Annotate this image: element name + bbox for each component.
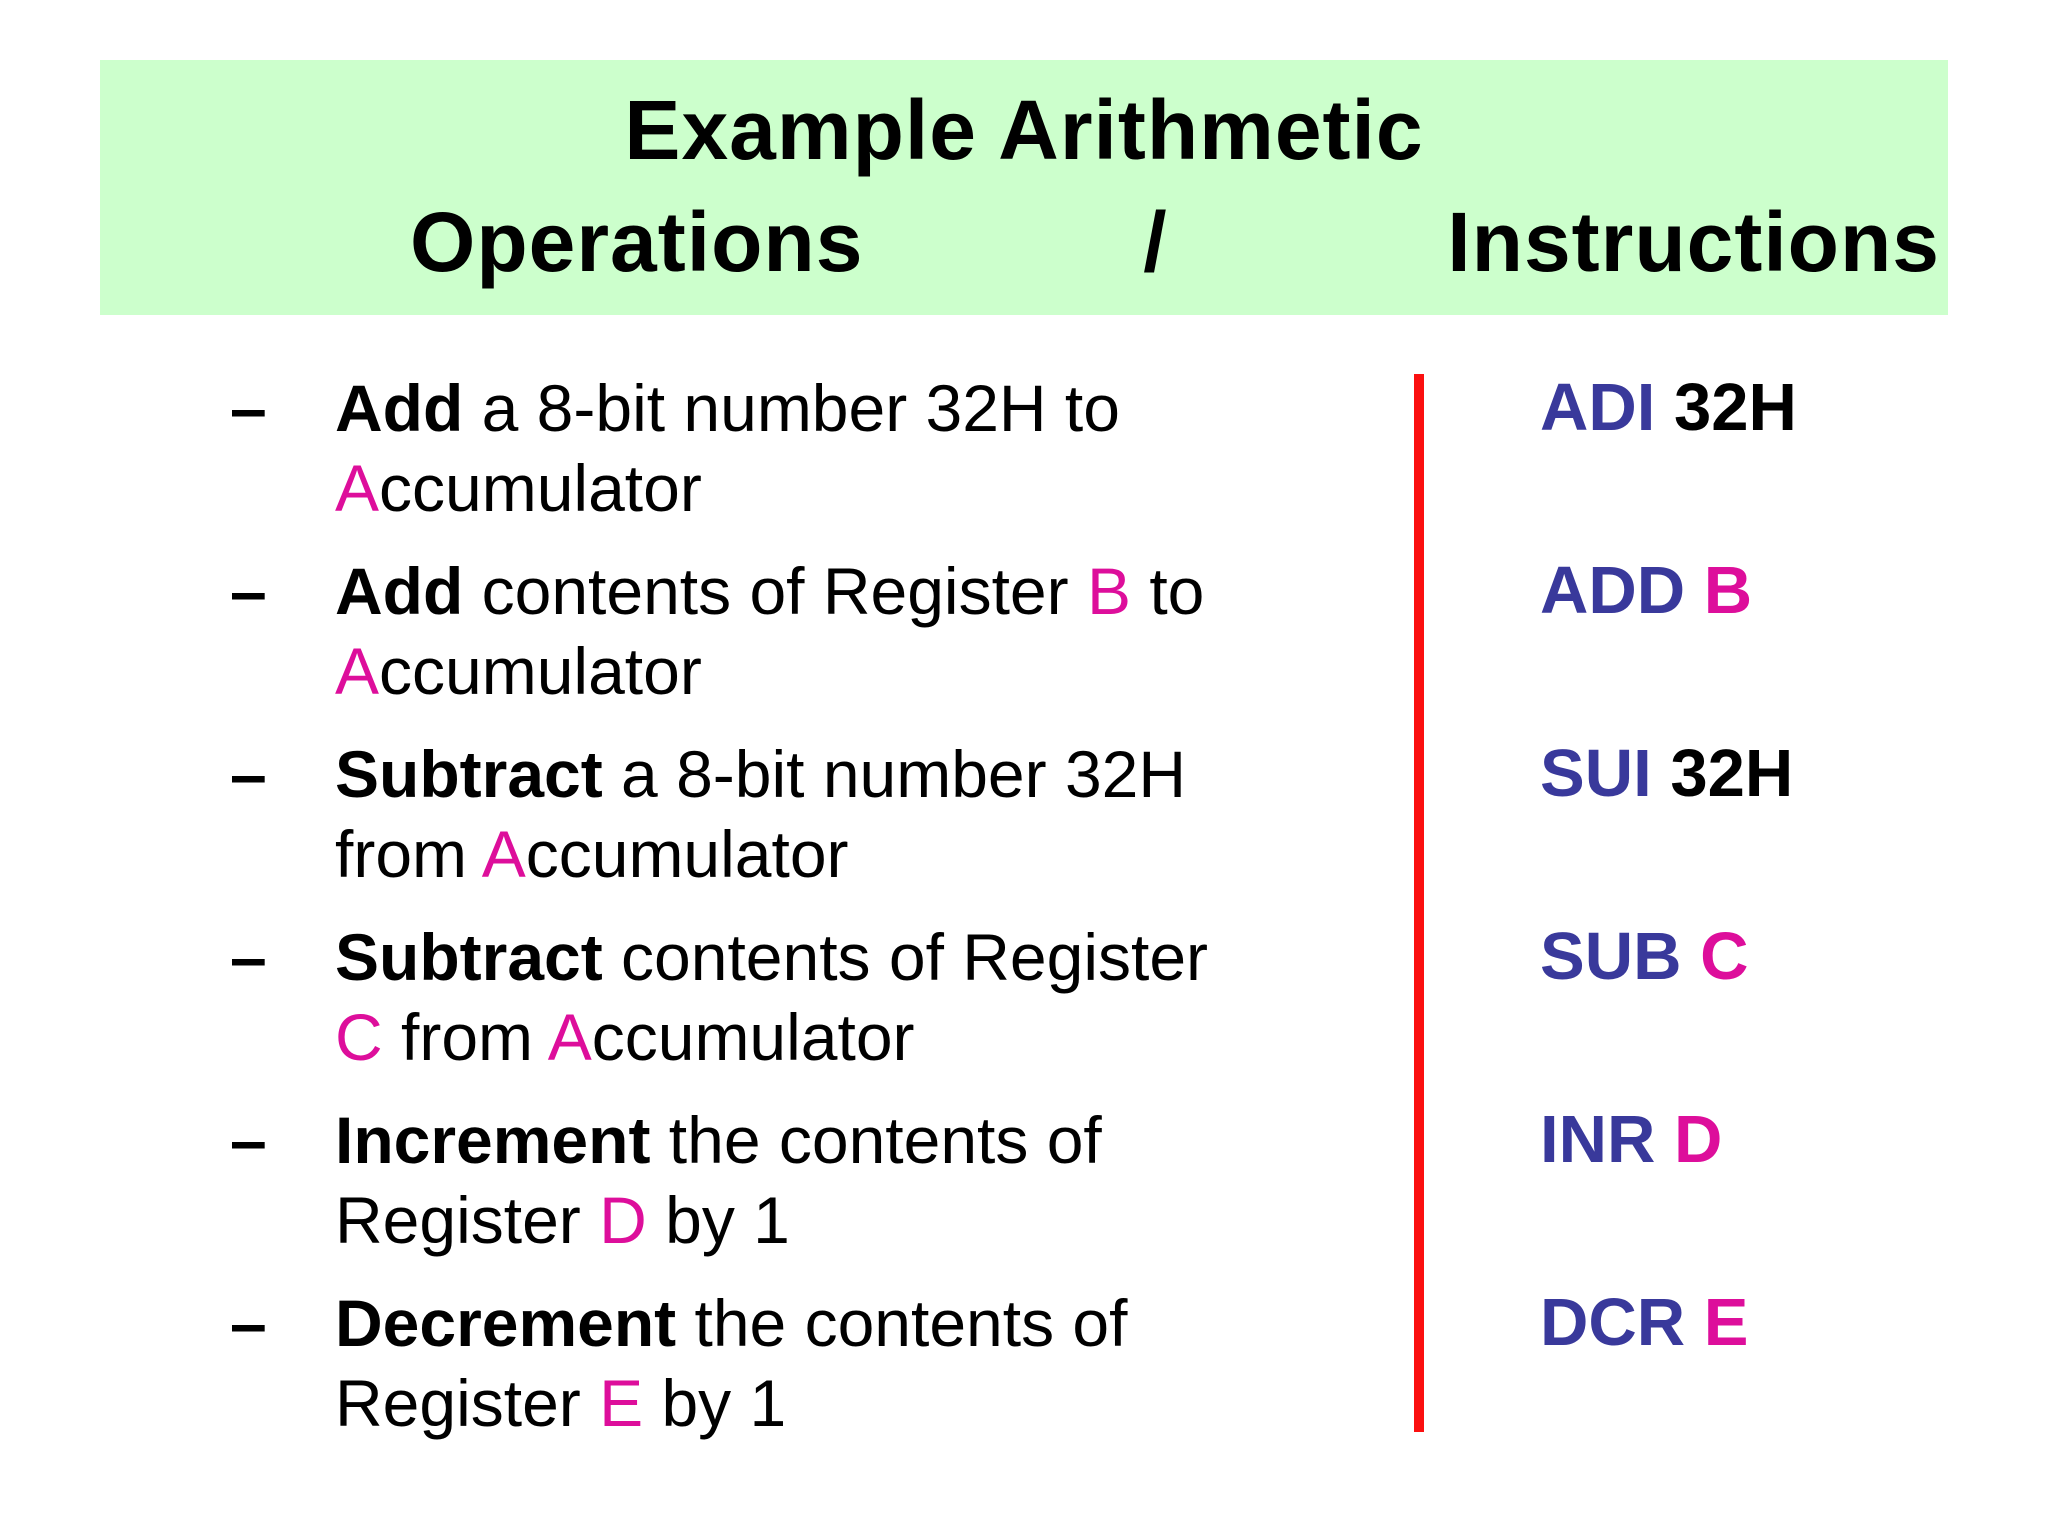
op-keyword: Increment <box>335 1103 651 1177</box>
bullet-marker: – <box>230 1286 267 1360</box>
bullet-marker: – <box>230 554 267 628</box>
op-segment: the contents of <box>650 1103 1102 1177</box>
op-segment: contents of Register <box>602 920 1209 994</box>
op-register-letter: C <box>335 1000 383 1074</box>
op-keyword: Add <box>335 371 464 445</box>
operation-text: – Increment the contents of Register D b… <box>230 1100 1415 1260</box>
ins-operand: 32H <box>1655 370 1797 445</box>
op-segment: contents of Register <box>463 554 1087 628</box>
op-segment: by 1 <box>643 1366 787 1440</box>
op-keyword: Subtract <box>335 737 603 811</box>
ins-operand: E <box>1685 1285 1749 1360</box>
ins-mnemonic: DCR <box>1540 1285 1686 1360</box>
ins-mnemonic: SUB <box>1540 919 1682 994</box>
op-register-letter: E <box>599 1366 644 1440</box>
operation-line: C from Accumulator <box>335 997 1415 1077</box>
op-segment: Register <box>335 1366 600 1440</box>
op-segment: ccumulator <box>379 634 702 708</box>
op-segment: the contents of <box>676 1286 1128 1360</box>
bullet-marker: – <box>230 1103 267 1177</box>
operation-line: Subtract a 8-bit number 32H <box>335 734 1415 814</box>
content-rows: – Add a 8-bit number 32H to Accumulator … <box>230 368 2000 1443</box>
op-segment: by 1 <box>646 1183 790 1257</box>
ins-mnemonic: ADD <box>1540 553 1686 628</box>
slide-title-line1: Example Arithmetic <box>624 83 1424 177</box>
op-keyword: Decrement <box>335 1286 677 1360</box>
ins-mnemonic: SUI <box>1540 736 1652 811</box>
operation-line: Add a 8-bit number 32H to <box>335 368 1415 448</box>
op-register-letter: A <box>335 634 380 708</box>
ins-mnemonic: ADI <box>1540 370 1656 445</box>
instruction-text: SUI 32H <box>1540 734 2000 894</box>
op-segment: a 8-bit number 32H <box>602 737 1187 811</box>
instruction-text: SUB C <box>1540 917 2000 1077</box>
operation-line: Register D by 1 <box>335 1180 1415 1260</box>
operation-text: – Decrement the contents of Register E b… <box>230 1283 1415 1443</box>
operation-line: Register E by 1 <box>335 1363 1415 1443</box>
op-register-letter: A <box>547 1000 592 1074</box>
title-operations-label: Operations <box>410 195 864 289</box>
operation-line: from Accumulator <box>335 814 1415 894</box>
operation-line: Add contents of Register B to <box>335 551 1415 631</box>
operation-line: Decrement the contents of <box>335 1283 1415 1363</box>
op-segment: ccumulator <box>525 817 849 891</box>
bullet-marker: – <box>230 920 267 994</box>
operation-line: Accumulator <box>335 631 1415 711</box>
bullet-marker: – <box>230 737 267 811</box>
ins-operand: D <box>1655 1102 1723 1177</box>
operation-text: – Add contents of Register B to Accumula… <box>230 551 1415 711</box>
title-separator: / <box>1143 195 1168 289</box>
op-segment: a 8-bit number 32H to <box>463 371 1120 445</box>
operation-text: – Add a 8-bit number 32H to Accumulator <box>230 368 1415 528</box>
op-segment: Register <box>335 1183 600 1257</box>
op-segment: from <box>335 817 482 891</box>
operation-line: Increment the contents of <box>335 1100 1415 1180</box>
instruction-text: ADD B <box>1540 551 2000 711</box>
op-keyword: Add <box>335 554 464 628</box>
divider-line <box>1414 374 1424 1432</box>
op-register-letter: B <box>1086 554 1131 628</box>
op-segment: ccumulator <box>591 1000 915 1074</box>
operation-text: – Subtract contents of Register C from A… <box>230 917 1415 1077</box>
op-segment: ccumulator <box>379 451 702 525</box>
bullet-marker: – <box>230 371 267 445</box>
instruction-text: INR D <box>1540 1100 2000 1260</box>
title-instructions-label: Instructions <box>1447 195 1940 289</box>
op-segment: from <box>382 1000 548 1074</box>
operation-line: Accumulator <box>335 448 1415 528</box>
op-keyword: Subtract <box>335 920 603 994</box>
op-segment: to <box>1130 554 1205 628</box>
operation-text: – Subtract a 8-bit number 32H from Accum… <box>230 734 1415 894</box>
ins-mnemonic: INR <box>1540 1102 1656 1177</box>
op-register-letter: A <box>335 451 380 525</box>
instruction-text: DCR E <box>1540 1283 2000 1443</box>
title-banner: Example Arithmetic Operations / Instructio… <box>100 60 1948 315</box>
operation-line: Subtract contents of Register <box>335 917 1415 997</box>
op-register-letter: A <box>481 817 526 891</box>
ins-operand: B <box>1685 553 1753 628</box>
op-register-letter: D <box>599 1183 647 1257</box>
instruction-text: ADI 32H <box>1540 368 2000 528</box>
ins-operand: C <box>1681 919 1749 994</box>
slide-title-line2: Operations / Instructions <box>100 186 1948 298</box>
ins-operand: 32H <box>1651 736 1794 811</box>
